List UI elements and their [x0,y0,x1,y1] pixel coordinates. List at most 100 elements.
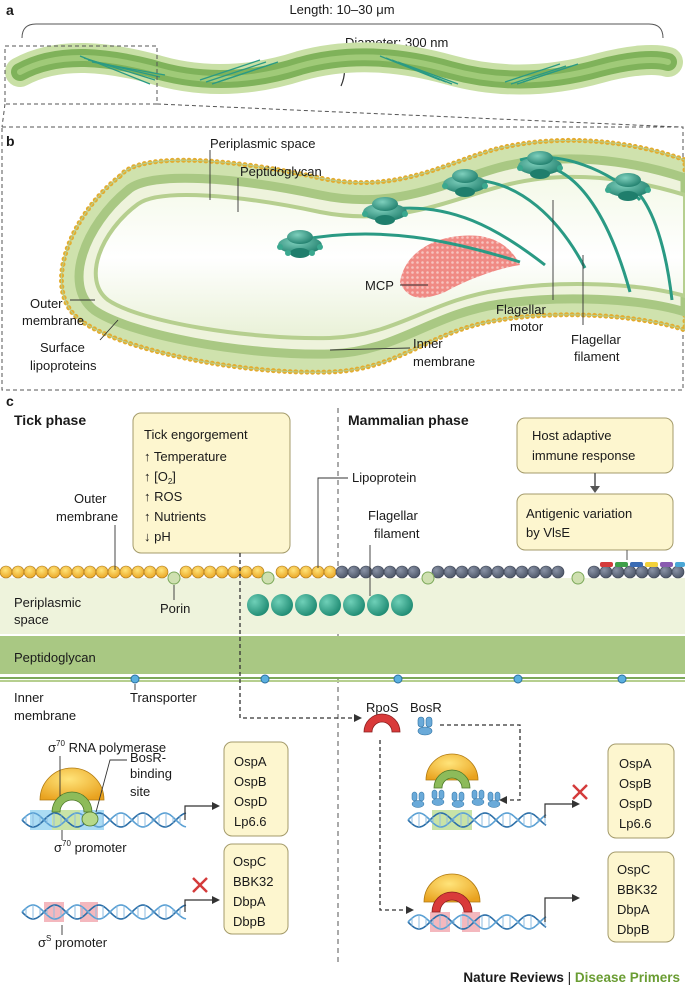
lipoprotein-bead-tick [59,565,73,579]
porin-icon [167,571,181,585]
flagellar-filament-c [247,594,413,616]
transcription-arrow-icon [184,899,214,912]
periplasmic-flagella-a [79,55,579,85]
flagellar-filament-label-c-1: Flagellar [368,508,419,523]
bosr-site-label-3: site [130,784,150,799]
tick-engorgement-box: Tick engorgement ↑ Temperature ↑ [O2] ↑ … [132,412,291,554]
panel-a: a Length: 10–30 μm Diameter: 300 nm [1,2,683,128]
bosr-site-label-1: BosR- [130,750,166,765]
gene-ospb: OspB [234,774,267,789]
signal-path-tick [239,553,355,719]
lipoprotein-bead-tick [0,565,13,579]
bosr-icon [411,791,425,808]
antigen-box-line-2: by VlsE [526,525,570,540]
gene-dbpb: DbpB [233,914,266,929]
lipoprotein-bead-mammal [671,565,685,579]
lipoprotein-bead-mammal [599,565,613,579]
flagellar-motor-icon [442,169,488,197]
flagellar-motor-icon [362,197,408,225]
outer-membrane-line [61,139,685,373]
surface-lipoproteins-label-1: Surface [40,340,85,355]
tick-gene-box-2: OspC BBK32 DbpA DbpB [223,843,289,935]
lipoprotein-bead-tick [47,565,61,579]
mammal-gene-box-2: OspC BBK32 DbpA DbpB [607,851,675,943]
gene-ospd: OspD [619,796,652,811]
flagellar-motor-icon [277,230,323,258]
lipoprotein-bead-tick [83,565,97,579]
gene-bbk32: BBK32 [617,882,657,897]
gene-bbk32: BBK32 [233,874,273,889]
signal-path-rpos [379,740,408,911]
lipoprotein-bead-mammal [347,565,361,579]
lipoprotein-bead-mammal [515,565,529,579]
inner-membrane-label-b-1: Inner [413,336,443,351]
lipoprotein-bead-mammal [479,565,493,579]
dna-helix-icon [21,810,187,830]
transporter-icon [393,674,403,684]
lipoprotein-bead-mammal [335,565,349,579]
porin-icon [261,571,275,585]
arrow-head-icon [590,486,600,493]
rna-polymerase-icon [39,767,105,801]
arrow-head-icon [572,800,580,808]
rpos-icon [431,891,473,913]
promoter-highlight [462,912,480,932]
peptidoglycan-band [0,636,685,674]
porin-icon [571,571,585,585]
bosr-icon [451,791,465,808]
flagellar-motor-label-1: Flagellar [496,302,547,317]
host-box-line-2: immune response [532,448,635,463]
lipoprotein-bead-mammal [659,565,673,579]
porin-icon [421,571,435,585]
mammal-gene-box-1: OspA OspB OspD Lp6.6 [607,743,675,839]
porin-label: Porin [160,601,190,616]
lipoprotein-bead-mammal [587,565,601,579]
lipoprotein-bead-mammal [395,565,409,579]
lipoprotein-bead-tick [323,565,337,579]
inner-membrane-label-c-2: membrane [14,708,76,723]
lipoprotein-bead-tick [35,565,49,579]
transcription-arrow-icon [544,897,574,922]
arrow-head-icon [499,796,507,804]
gene-ospa: OspA [234,754,267,769]
arrow-head-icon [212,802,220,810]
mammal-rnap-complex-2 [423,873,481,913]
lipoprotein-label: Lipoprotein [352,470,416,485]
lipoprotein-bead-mammal [551,565,565,579]
lipoprotein-bead-tick [299,565,313,579]
length-bracket [21,23,664,39]
length-label: Length: 10–30 μm [289,2,394,17]
no-transcription-icon [572,784,588,800]
arrow-head-icon [572,894,580,902]
bosr-icon [417,716,433,736]
sigma70-promoter-label: σ70 promoter [54,839,127,855]
no-transcription-icon [192,877,208,893]
mammal-rnap-complex-1 [425,753,479,789]
flagellar-filament-label-c-2: filament [374,526,420,541]
sigma70-icon [433,769,471,789]
footer-credit: Nature Reviews | Disease Primers [463,970,680,985]
mammalian-phase-title: Mammalian phase [348,412,469,428]
lipoprotein-bead-tick [203,565,217,579]
transporter-icon [617,674,627,684]
mcp-label: MCP [365,278,394,293]
panel-c-label: c [6,393,14,409]
lipoprotein-bead-tick [251,565,265,579]
promoter-highlight [30,810,52,830]
flagellar-motors-b [277,151,651,258]
lipoprotein-bead-tick [107,565,121,579]
cell-highlight [17,54,671,83]
dna-helix-icon [21,902,187,922]
dna-helix-icon [407,912,547,932]
tick-gene-box-1: OspA OspB OspD Lp6.6 [223,741,289,837]
lipoprotein-bead-mammal [383,565,397,579]
antigen-box-line-1: Antigenic variation [526,506,632,521]
transporter-icon [513,674,523,684]
lipoprotein-bead-tick [191,565,205,579]
transcription-arrow-icon [544,803,574,818]
mcp-array [400,235,520,298]
lipoprotein-bead-mammal [647,565,661,579]
rna-polymerase-icon [423,873,481,903]
tick-item-o2: ↑ [O2] [144,469,176,486]
